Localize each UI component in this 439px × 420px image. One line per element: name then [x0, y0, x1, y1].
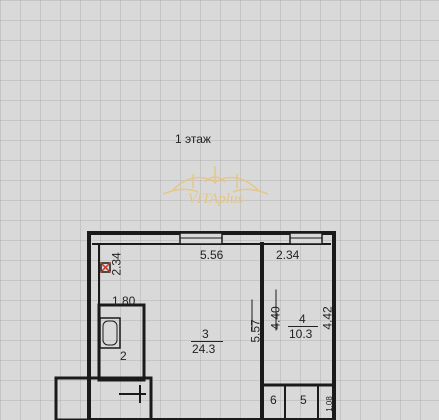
room-2-number: 2: [120, 349, 127, 363]
bathroom-wall: [97, 303, 146, 382]
dim-5-57: 5.57: [248, 319, 263, 343]
watermark-logo: VITAplus: [153, 160, 278, 215]
dim-5-56: 5.56: [200, 248, 224, 262]
room-3-number: 3: [202, 327, 209, 341]
dim-1-08: 1.08: [324, 396, 334, 412]
dim-2-34-left: 2.34: [109, 252, 124, 276]
room-4-area: 10.3: [289, 327, 313, 341]
entrance-wing: [54, 376, 153, 420]
room-3-area: 24.3: [192, 342, 216, 356]
room-6-number: 6: [270, 393, 277, 407]
dim-1-80: 1.80: [112, 294, 136, 308]
dim-2-34-top: 2.34: [276, 248, 300, 262]
bathtub: [99, 317, 121, 349]
room-3-divider: [191, 341, 223, 342]
dim-4-40: 4.40: [268, 306, 283, 330]
watermark-text: VITAplus: [187, 191, 244, 207]
room-4-divider: [288, 326, 318, 327]
room-4-number: 4: [299, 312, 306, 326]
room-5-number: 5: [300, 393, 307, 407]
dim-4-42: 4.42: [320, 306, 335, 330]
floor-label: 1 этаж: [175, 132, 211, 146]
vent-box: [100, 262, 111, 273]
